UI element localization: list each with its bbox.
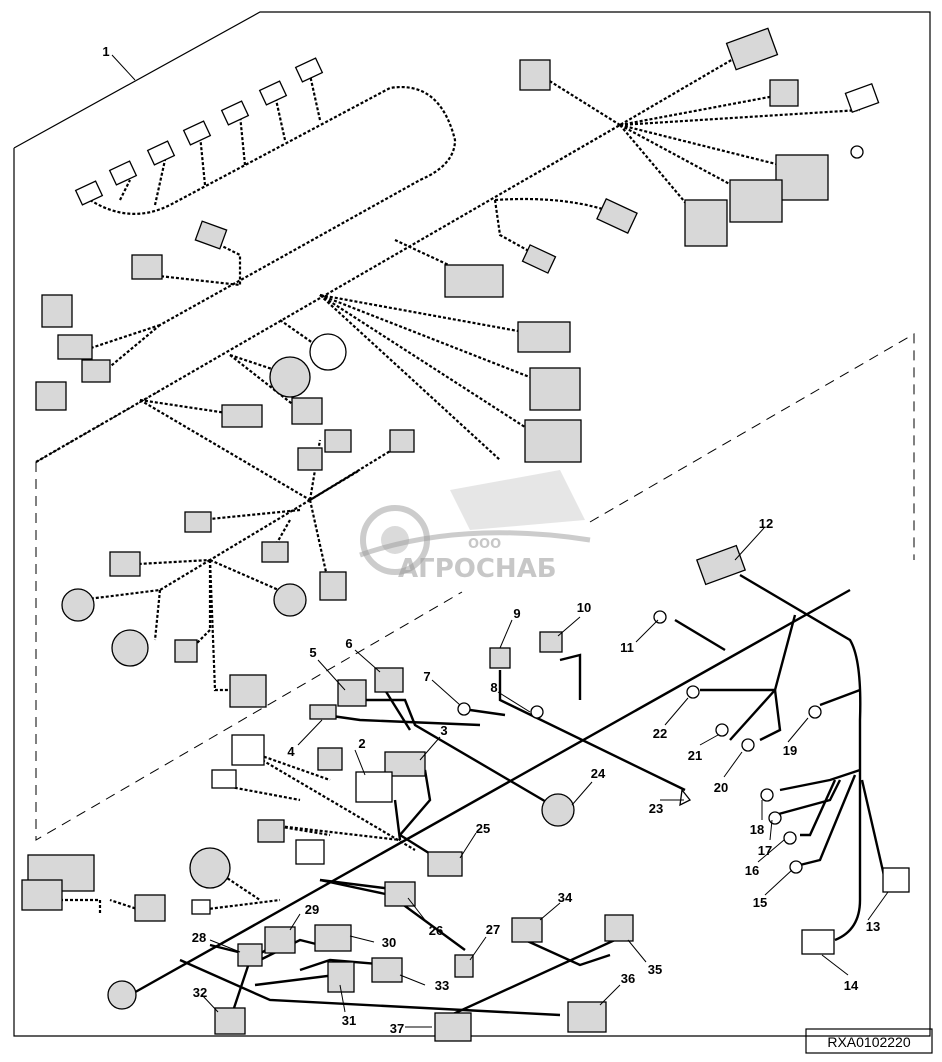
callout-5: 5 bbox=[309, 645, 316, 660]
reference-code: RXA0102220 bbox=[827, 1034, 911, 1050]
connectors-lower bbox=[107, 544, 910, 1042]
callout-33: 33 bbox=[435, 978, 449, 993]
callout-28: 28 bbox=[192, 930, 206, 945]
callout-7: 7 bbox=[423, 669, 430, 684]
callout-1: 1 bbox=[102, 44, 109, 59]
callout-10: 10 bbox=[577, 600, 591, 615]
callout-14: 14 bbox=[844, 978, 859, 993]
reference-code-box bbox=[805, 1028, 933, 1054]
callout-21: 21 bbox=[688, 748, 702, 763]
callout-16: 16 bbox=[745, 863, 759, 878]
callout-6: 6 bbox=[345, 636, 352, 651]
callout-19: 19 bbox=[783, 743, 797, 758]
callout-24: 24 bbox=[591, 766, 606, 781]
connectors-upper bbox=[21, 27, 880, 922]
callout-25: 25 bbox=[476, 821, 490, 836]
callout-12: 12 bbox=[759, 516, 773, 531]
callout-32: 32 bbox=[193, 985, 207, 1000]
callout-9: 9 bbox=[513, 606, 520, 621]
callout-29: 29 bbox=[305, 902, 319, 917]
callout-22: 22 bbox=[653, 726, 667, 741]
callout-8: 8 bbox=[490, 680, 497, 695]
callout-3: 3 bbox=[440, 723, 447, 738]
callout-20: 20 bbox=[714, 780, 728, 795]
callout-23: 23 bbox=[649, 801, 663, 816]
callout-37: 37 bbox=[390, 1021, 404, 1036]
main-harness-dashed bbox=[35, 54, 861, 915]
callout-17: 17 bbox=[758, 843, 772, 858]
callout-4: 4 bbox=[287, 744, 295, 759]
leader-lines bbox=[111, 54, 889, 1028]
callout-36: 36 bbox=[621, 971, 635, 986]
callout-27: 27 bbox=[486, 922, 500, 937]
callout-31: 31 bbox=[342, 1013, 356, 1028]
callout-11: 11 bbox=[620, 640, 634, 655]
callout-15: 15 bbox=[753, 895, 767, 910]
callout-30: 30 bbox=[382, 935, 396, 950]
callout-13: 13 bbox=[866, 919, 880, 934]
callout-18: 18 bbox=[750, 822, 764, 837]
watermark-company-name: АГРОСНАБ bbox=[398, 554, 557, 584]
watermark-logo: ООО АГРОСНАБ bbox=[359, 470, 591, 584]
watermark-company-abbr: ООО bbox=[468, 537, 501, 552]
callout-34: 34 bbox=[558, 890, 573, 905]
callout-2: 2 bbox=[358, 736, 365, 751]
callout-26: 26 bbox=[429, 923, 443, 938]
callout-35: 35 bbox=[648, 962, 662, 977]
